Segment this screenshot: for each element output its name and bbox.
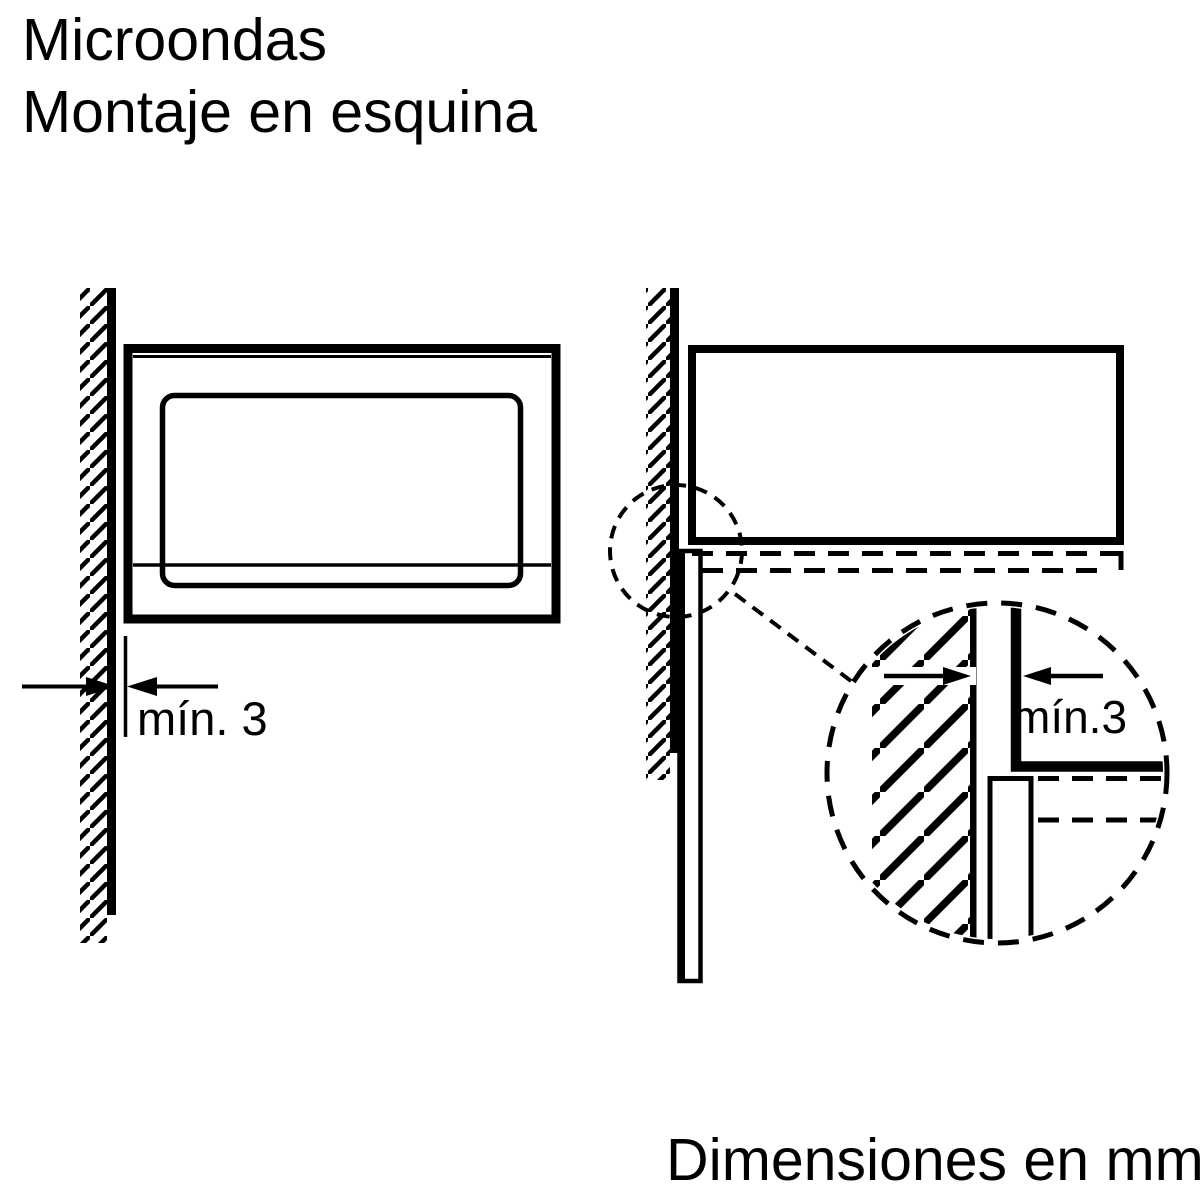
page-title-line2: Montaje en esquina bbox=[22, 79, 537, 145]
units-note: Dimensiones en mm bbox=[666, 1127, 1200, 1193]
detail-magnified-content: mín.3 bbox=[872, 607, 1163, 939]
arrow-head-right-pointing-icon bbox=[86, 677, 116, 696]
detail-wall-surface-line bbox=[970, 607, 977, 939]
page-title-line1: Microondas bbox=[22, 7, 327, 73]
detail-microwave-corner bbox=[1010, 607, 1163, 772]
gap-dimension-arrows bbox=[22, 677, 218, 696]
detail-cabinet-panel bbox=[987, 776, 1034, 939]
detail-gap-dimension-label: mín.3 bbox=[1012, 691, 1127, 743]
microwave-side-outline bbox=[688, 345, 1124, 545]
microwave-front-outline bbox=[123, 344, 561, 624]
detail-wall-hatch bbox=[872, 607, 975, 939]
arrow-head-right-pointing-icon bbox=[943, 667, 971, 685]
wall-hatch-band bbox=[646, 288, 670, 780]
arrow-head-left-pointing-icon bbox=[1023, 667, 1051, 685]
front-view: mín. 3 bbox=[22, 288, 561, 943]
detail-source-circle bbox=[608, 483, 744, 619]
side-view: mín.3 bbox=[608, 288, 1170, 984]
wall-surface-line bbox=[107, 288, 116, 915]
wall-surface-line bbox=[670, 288, 679, 753]
front-gap-dimension-label: mín. 3 bbox=[137, 692, 268, 745]
arrow-head-left-pointing-icon bbox=[127, 677, 157, 696]
detail-leader-line bbox=[733, 592, 853, 683]
wall-hatch-band bbox=[80, 288, 107, 943]
